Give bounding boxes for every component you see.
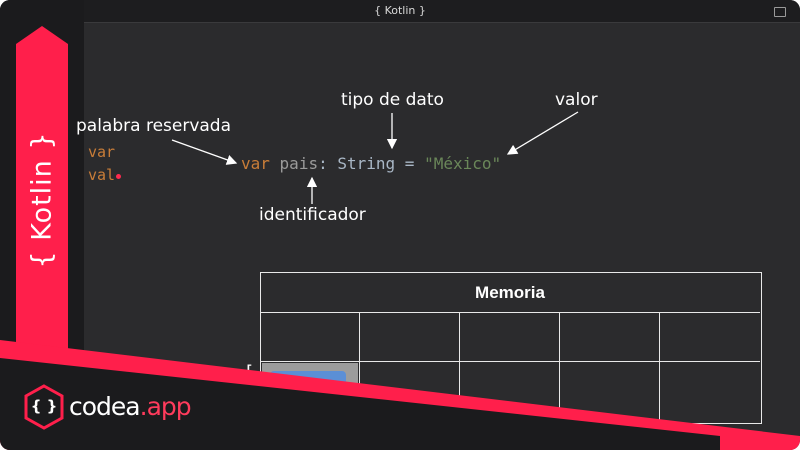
sidebar-ribbon [16, 26, 68, 426]
brand-logo-braces: { } [30, 397, 58, 415]
annotation-type: tipo de dato [341, 90, 444, 110]
hexagon-braces-icon [24, 384, 64, 430]
code-colon: : [318, 154, 328, 173]
arrow-keyword [171, 139, 238, 165]
memory-cell [360, 362, 460, 422]
bottom-dark-band [0, 358, 720, 450]
memory-cell [560, 362, 660, 422]
memory-cell [660, 312, 760, 362]
brand-name: codea.app [69, 392, 192, 421]
arrow-value [506, 111, 579, 155]
maximize-icon[interactable] [774, 7, 786, 17]
code-equals: = [404, 154, 415, 173]
memory-cell [560, 312, 660, 362]
brand-name-dot: . [139, 392, 148, 421]
memory-cell [360, 312, 460, 362]
brand-name-tld: app [146, 392, 192, 421]
code-line: var pais: String = "México" [241, 154, 501, 173]
memory-cell [260, 312, 360, 362]
memory-title: Memoria [260, 272, 760, 313]
annotation-keyword: palabra reservada [76, 116, 232, 136]
keyword-list-item-val: val [88, 166, 116, 184]
code-keyword: var [241, 154, 270, 173]
window-title: { Kotlin } [374, 4, 426, 17]
code-type: String [337, 154, 396, 173]
cursor-dot-icon [116, 174, 121, 179]
memory-cell [460, 312, 560, 362]
window-title-bar: { Kotlin } [0, 0, 800, 23]
memory-cell [460, 362, 560, 422]
keyword-list-item-var: var [88, 143, 116, 161]
brand-name-main: codea [69, 392, 141, 421]
annotation-identifier: identificador [259, 205, 366, 225]
annotation-value: valor [555, 90, 598, 110]
code-value: "México" [424, 154, 502, 173]
code-identifier: pais [279, 154, 319, 173]
